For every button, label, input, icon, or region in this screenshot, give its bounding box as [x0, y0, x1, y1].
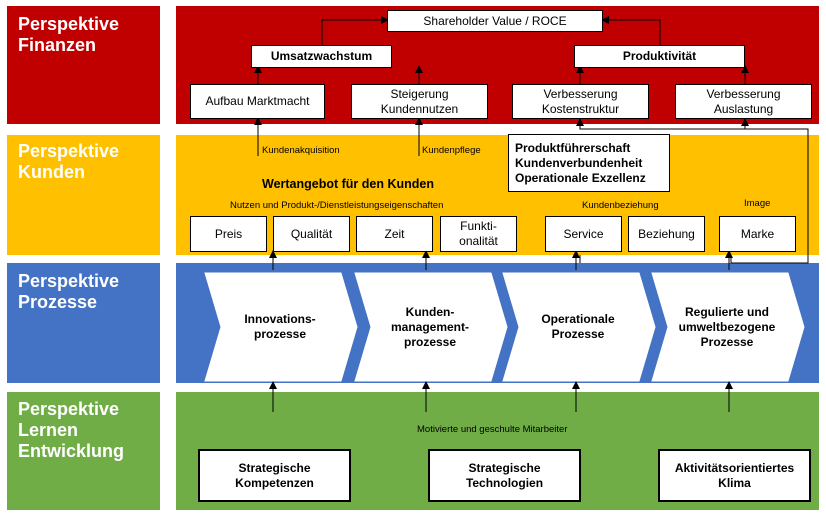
image-label: Image: [744, 198, 771, 209]
nutzen-label: Nutzen und Produkt-/Dienstleistungseigen…: [230, 200, 444, 211]
kundenakquisition-label: Kundenakquisition: [262, 145, 340, 156]
perspektive-lernen-label: Perspektive Lernen Entwicklung: [18, 399, 125, 461]
umsatzwachstum-box: Umsatzwachstum: [251, 45, 392, 68]
perspektive-kunden-label: Perspektive Kunden: [18, 141, 120, 182]
kundenbeziehung-label: Kundenbeziehung: [582, 200, 659, 211]
kundenmanagementprozesse-label: Kunden- management- prozesse: [390, 304, 470, 349]
finanzen-label-band: [7, 6, 160, 124]
motivierte-mitarbeiter-label: Motivierte und geschulte Mitarbeiter: [417, 424, 568, 435]
kunden-label-band: [7, 135, 160, 255]
lernen-label-band: [7, 392, 160, 510]
strategische-technologien-box: Strategische Technologien: [428, 449, 581, 502]
perspektive-finanzen-label: Perspektive Finanzen: [18, 14, 120, 55]
kundenpflege-label: Kundenpflege: [422, 145, 481, 156]
aktivitaetsorientiertes-klima-box: Aktivitätsorientiertes Klima: [658, 449, 811, 502]
qualitaet-box: Qualität: [273, 216, 350, 252]
steigerung-kundennutzen-box: Steigerung Kundennutzen: [351, 84, 488, 119]
verbesserung-kostenstruktur-box: Verbesserung Kostenstruktur: [512, 84, 649, 119]
innovationsprozesse-label: Innovations- prozesse: [244, 312, 316, 341]
prozesse-label-band: [7, 263, 160, 383]
zeit-box: Zeit: [356, 216, 433, 252]
aufbau-marktmacht-box: Aufbau Marktmacht: [190, 84, 325, 119]
service-box: Service: [545, 216, 622, 252]
operationale-prozesse-label: Operationale Prozesse: [541, 312, 615, 341]
chevron-kundenmanagement: [354, 272, 508, 382]
strategische-kompetenzen-box: Strategische Kompetenzen: [198, 449, 351, 502]
verbesserung-auslastung-box: Verbesserung Auslastung: [675, 84, 812, 119]
funktionalitaet-box: Funkti- onalität: [440, 216, 517, 252]
perspektive-prozesse-label: Perspektive Prozesse: [18, 271, 120, 312]
preis-box: Preis: [190, 216, 267, 252]
wertangebot-heading: Wertangebot für den Kunden: [262, 177, 434, 191]
marke-box: Marke: [719, 216, 796, 252]
chevron-innovation: [204, 272, 358, 382]
chevron-operational: [502, 272, 656, 382]
strategie-box: Produktführerschaft Kundenverbundenheit …: [508, 134, 670, 192]
beziehung-box: Beziehung: [628, 216, 705, 252]
shareholder-value-box: Shareholder Value / ROCE: [387, 10, 603, 32]
produktivitaet-box: Produktivität: [574, 45, 745, 68]
chevron-reguliert: [651, 272, 805, 382]
regulierte-prozesse-label: Regulierte und umweltbezogene Prozesse: [678, 304, 776, 349]
